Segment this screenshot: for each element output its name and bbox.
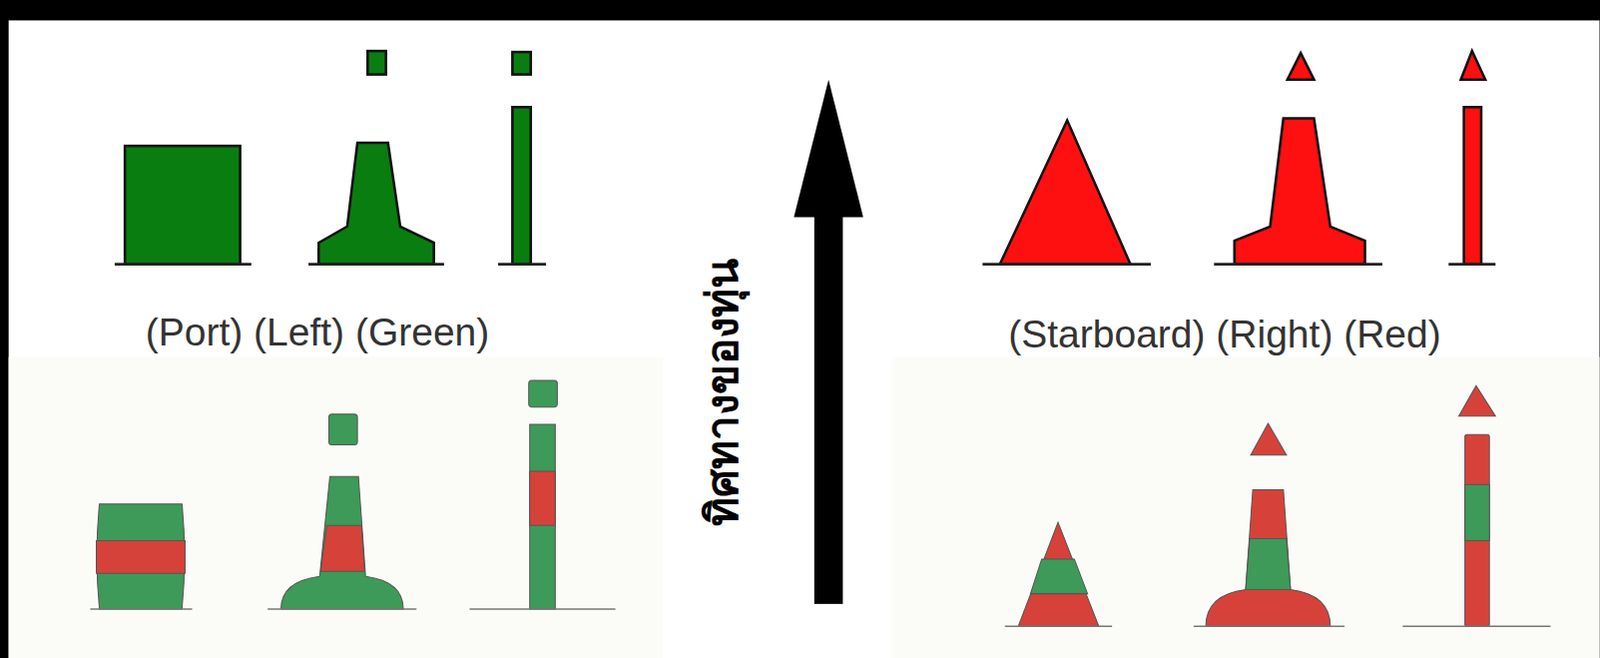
water-line: [1448, 262, 1496, 266]
side-label: (Port) (Left) (Green): [145, 310, 491, 356]
pillar-buoy: [1205, 489, 1331, 626]
can-buoy: [96, 504, 185, 609]
green-band: [1030, 558, 1087, 594]
direction-label: ทิศทางของทุ่น: [697, 258, 749, 527]
square-topmark: [529, 380, 558, 408]
pillar-buoy: [280, 476, 404, 609]
red-band: [530, 471, 556, 526]
water-line: [308, 262, 445, 266]
spar-buoy: [1465, 434, 1491, 626]
water-line: [1402, 625, 1551, 628]
cone-topmark: [1250, 423, 1287, 456]
ground: [8, 19, 1600, 658]
direction-arrow-head: [793, 79, 863, 218]
water-line: [1213, 262, 1383, 266]
water-line: [89, 607, 192, 610]
spar-buoy: [1464, 106, 1482, 264]
cone-topmark: [1461, 50, 1487, 80]
pillar-buoy: [318, 142, 434, 265]
water-line: [1005, 625, 1112, 628]
water-line: [1193, 625, 1345, 628]
cone-buoy: [1018, 522, 1099, 626]
red-band: [96, 540, 186, 574]
water-line: [498, 262, 546, 266]
square-topmark: [328, 414, 358, 446]
cone-buoy: [1000, 120, 1131, 265]
green-band: [1465, 484, 1491, 540]
green-band: [1245, 537, 1291, 589]
direction-arrow-shaft: [814, 214, 844, 604]
ground-panel: [8, 357, 664, 658]
side-label: (Starboard) (Right) (Red): [1008, 312, 1441, 358]
water-line: [982, 262, 1151, 266]
square-topmark: [367, 50, 386, 74]
red-band: [320, 525, 365, 571]
cone-topmark: [1287, 52, 1315, 80]
spar-buoy: [530, 424, 556, 609]
square-topmark: [512, 51, 531, 74]
water-line: [114, 262, 252, 266]
pillar-buoy: [1234, 118, 1366, 265]
ground-panel: [892, 357, 1600, 658]
can-buoy: [124, 145, 240, 265]
water-line: [267, 607, 417, 610]
cone-topmark: [1459, 385, 1497, 417]
spar-buoy: [512, 106, 531, 264]
water-line: [469, 607, 615, 610]
